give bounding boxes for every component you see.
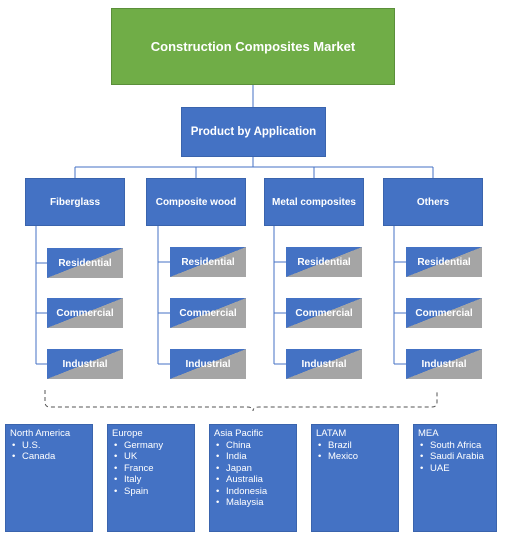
- sub-label: Residential: [181, 256, 235, 268]
- region-item: South Africa: [418, 440, 492, 452]
- sub-node: Residential: [286, 247, 362, 277]
- region-item: India: [214, 451, 292, 463]
- category-label: Fiberglass: [49, 196, 101, 208]
- region-name: MEA: [418, 428, 439, 439]
- segment-node: Product by Application: [181, 107, 326, 157]
- sub-node: Residential: [406, 247, 482, 277]
- sub-node: Industrial: [406, 349, 482, 379]
- sub-label: Commercial: [179, 307, 237, 319]
- region-item: Japan: [214, 463, 292, 475]
- region-name: Europe: [112, 428, 143, 439]
- region-list: Brazil Mexico: [316, 440, 394, 463]
- region-mea: MEA South Africa Saudi Arabia UAE: [413, 424, 497, 532]
- region-item: Australia: [214, 474, 292, 486]
- dashed-brace: [44, 390, 438, 412]
- region-name: Asia Pacific: [214, 428, 264, 439]
- region-list: U.S. Canada: [10, 440, 88, 463]
- root-node: Construction Composites Market: [111, 8, 395, 85]
- region-item: Saudi Arabia: [418, 451, 492, 463]
- region-asia-pacific: Asia Pacific China India Japan Australia…: [209, 424, 297, 532]
- region-list: China India Japan Australia Indonesia Ma…: [214, 440, 292, 509]
- sub-node: Commercial: [170, 298, 246, 328]
- region-item: China: [214, 440, 292, 452]
- region-item: Malaysia: [214, 497, 292, 509]
- sub-label: Industrial: [185, 358, 231, 370]
- sub-node: Commercial: [47, 298, 123, 328]
- region-item: Spain: [112, 486, 190, 498]
- sub-node: Residential: [47, 248, 123, 278]
- sub-label: Commercial: [56, 307, 114, 319]
- region-item: France: [112, 463, 190, 475]
- region-latam: LATAM Brazil Mexico: [311, 424, 399, 532]
- sub-label: Commercial: [415, 307, 473, 319]
- sub-node: Industrial: [170, 349, 246, 379]
- region-list: Germany UK France Italy Spain: [112, 440, 190, 498]
- category-composite-wood: Composite wood: [146, 178, 246, 226]
- sub-label: Industrial: [421, 358, 467, 370]
- region-item: UAE: [418, 463, 492, 475]
- sub-label: Residential: [297, 256, 351, 268]
- sub-node: Industrial: [47, 349, 123, 379]
- category-others: Others: [383, 178, 483, 226]
- sub-label: Commercial: [295, 307, 353, 319]
- category-label: Others: [416, 196, 450, 208]
- region-item: U.S.: [10, 440, 88, 452]
- sub-label: Residential: [417, 256, 471, 268]
- category-label: Metal composites: [272, 196, 356, 208]
- region-list: South Africa Saudi Arabia UAE: [418, 440, 492, 475]
- category-fiberglass: Fiberglass: [25, 178, 125, 226]
- sub-node: Industrial: [286, 349, 362, 379]
- region-item: UK: [112, 451, 190, 463]
- segment-title: Product by Application: [190, 126, 317, 138]
- region-item: Italy: [112, 474, 190, 486]
- region-europe: Europe Germany UK France Italy Spain: [107, 424, 195, 532]
- sub-node: Residential: [170, 247, 246, 277]
- category-metal-composites: Metal composites: [264, 178, 364, 226]
- region-item: Germany: [112, 440, 190, 452]
- region-item: Canada: [10, 451, 88, 463]
- region-item: Brazil: [316, 440, 394, 452]
- sub-node: Commercial: [406, 298, 482, 328]
- region-item: Indonesia: [214, 486, 292, 498]
- region-north-america: North America U.S. Canada: [5, 424, 93, 532]
- sub-node: Commercial: [286, 298, 362, 328]
- region-name: LATAM: [316, 428, 347, 439]
- sub-label: Industrial: [62, 358, 108, 370]
- region-name: North America: [10, 428, 71, 439]
- sub-label: Residential: [58, 257, 112, 269]
- sub-label: Industrial: [301, 358, 347, 370]
- region-item: Mexico: [316, 451, 394, 463]
- root-title: Construction Composites Market: [150, 39, 356, 54]
- category-label: Composite wood: [155, 196, 237, 208]
